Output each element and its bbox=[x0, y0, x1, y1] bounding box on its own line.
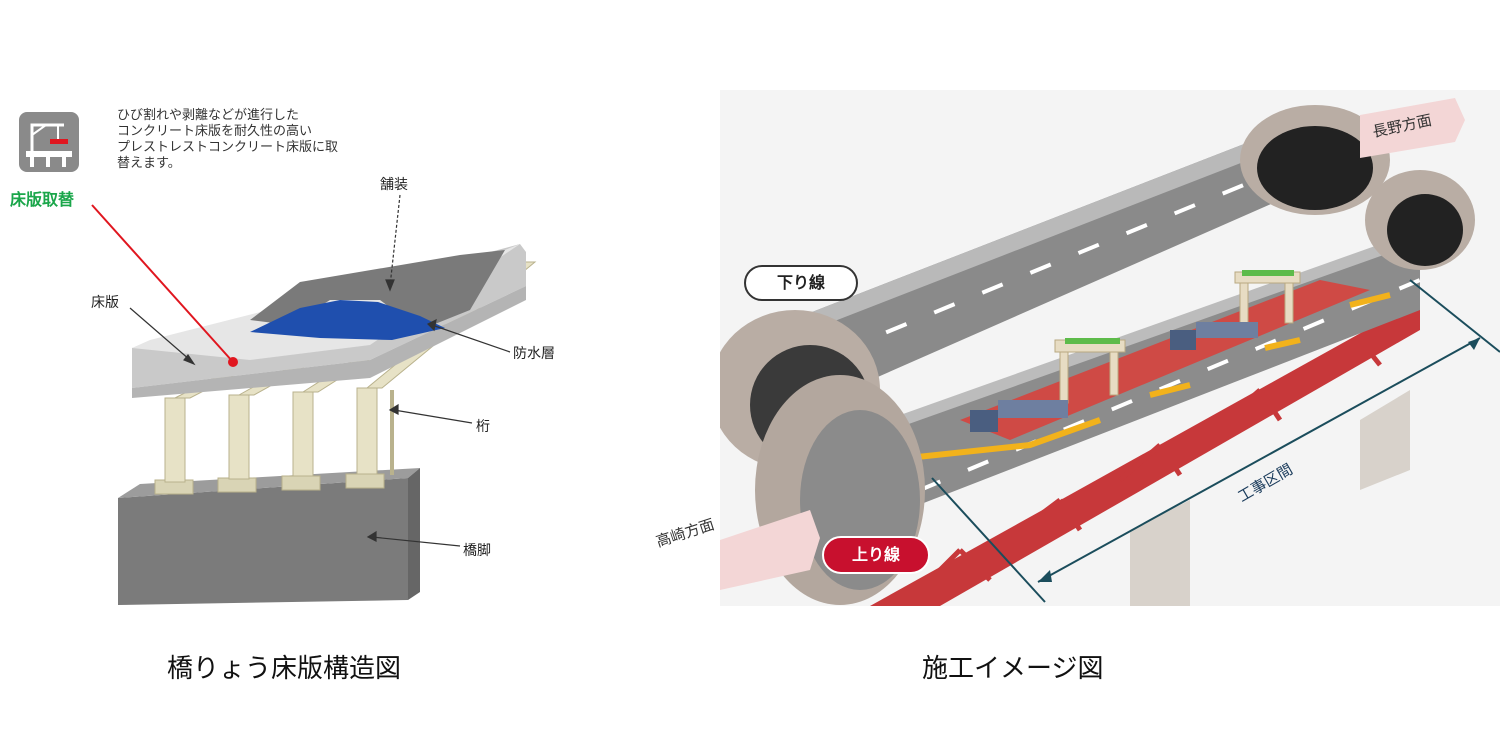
up-line-badge: 上り線 bbox=[822, 536, 930, 574]
red-truss bbox=[870, 300, 1420, 606]
description-note: ひび割れや剥離などが進行した コンクリート床版を耐久性の高い プレストレストコン… bbox=[117, 108, 339, 171]
pier-label: 橋脚 bbox=[463, 543, 491, 559]
trucks bbox=[970, 322, 1258, 432]
right-caption: 施工イメージ図 bbox=[922, 654, 1104, 684]
girder-label: 桁 bbox=[476, 419, 490, 435]
pier-block bbox=[118, 468, 420, 605]
deck-slab-label: 床版 bbox=[91, 295, 119, 311]
left-caption: 橋りょう床版構造図 bbox=[167, 654, 402, 684]
waterproof-layer-label: 防水層 bbox=[513, 346, 555, 362]
deck-replacement-icon bbox=[19, 112, 79, 172]
icon-label: 床版取替 bbox=[10, 190, 75, 209]
deck-slab-shape bbox=[132, 244, 526, 398]
takasaki-arrow bbox=[720, 510, 820, 590]
bridge-deck-structure-drawing bbox=[91, 194, 537, 605]
down-line-badge: 下り線 bbox=[744, 265, 858, 301]
nagano-arrow bbox=[1360, 98, 1465, 158]
construction-image-drawing bbox=[720, 90, 1500, 606]
pavement-label: 舗装 bbox=[380, 177, 408, 193]
